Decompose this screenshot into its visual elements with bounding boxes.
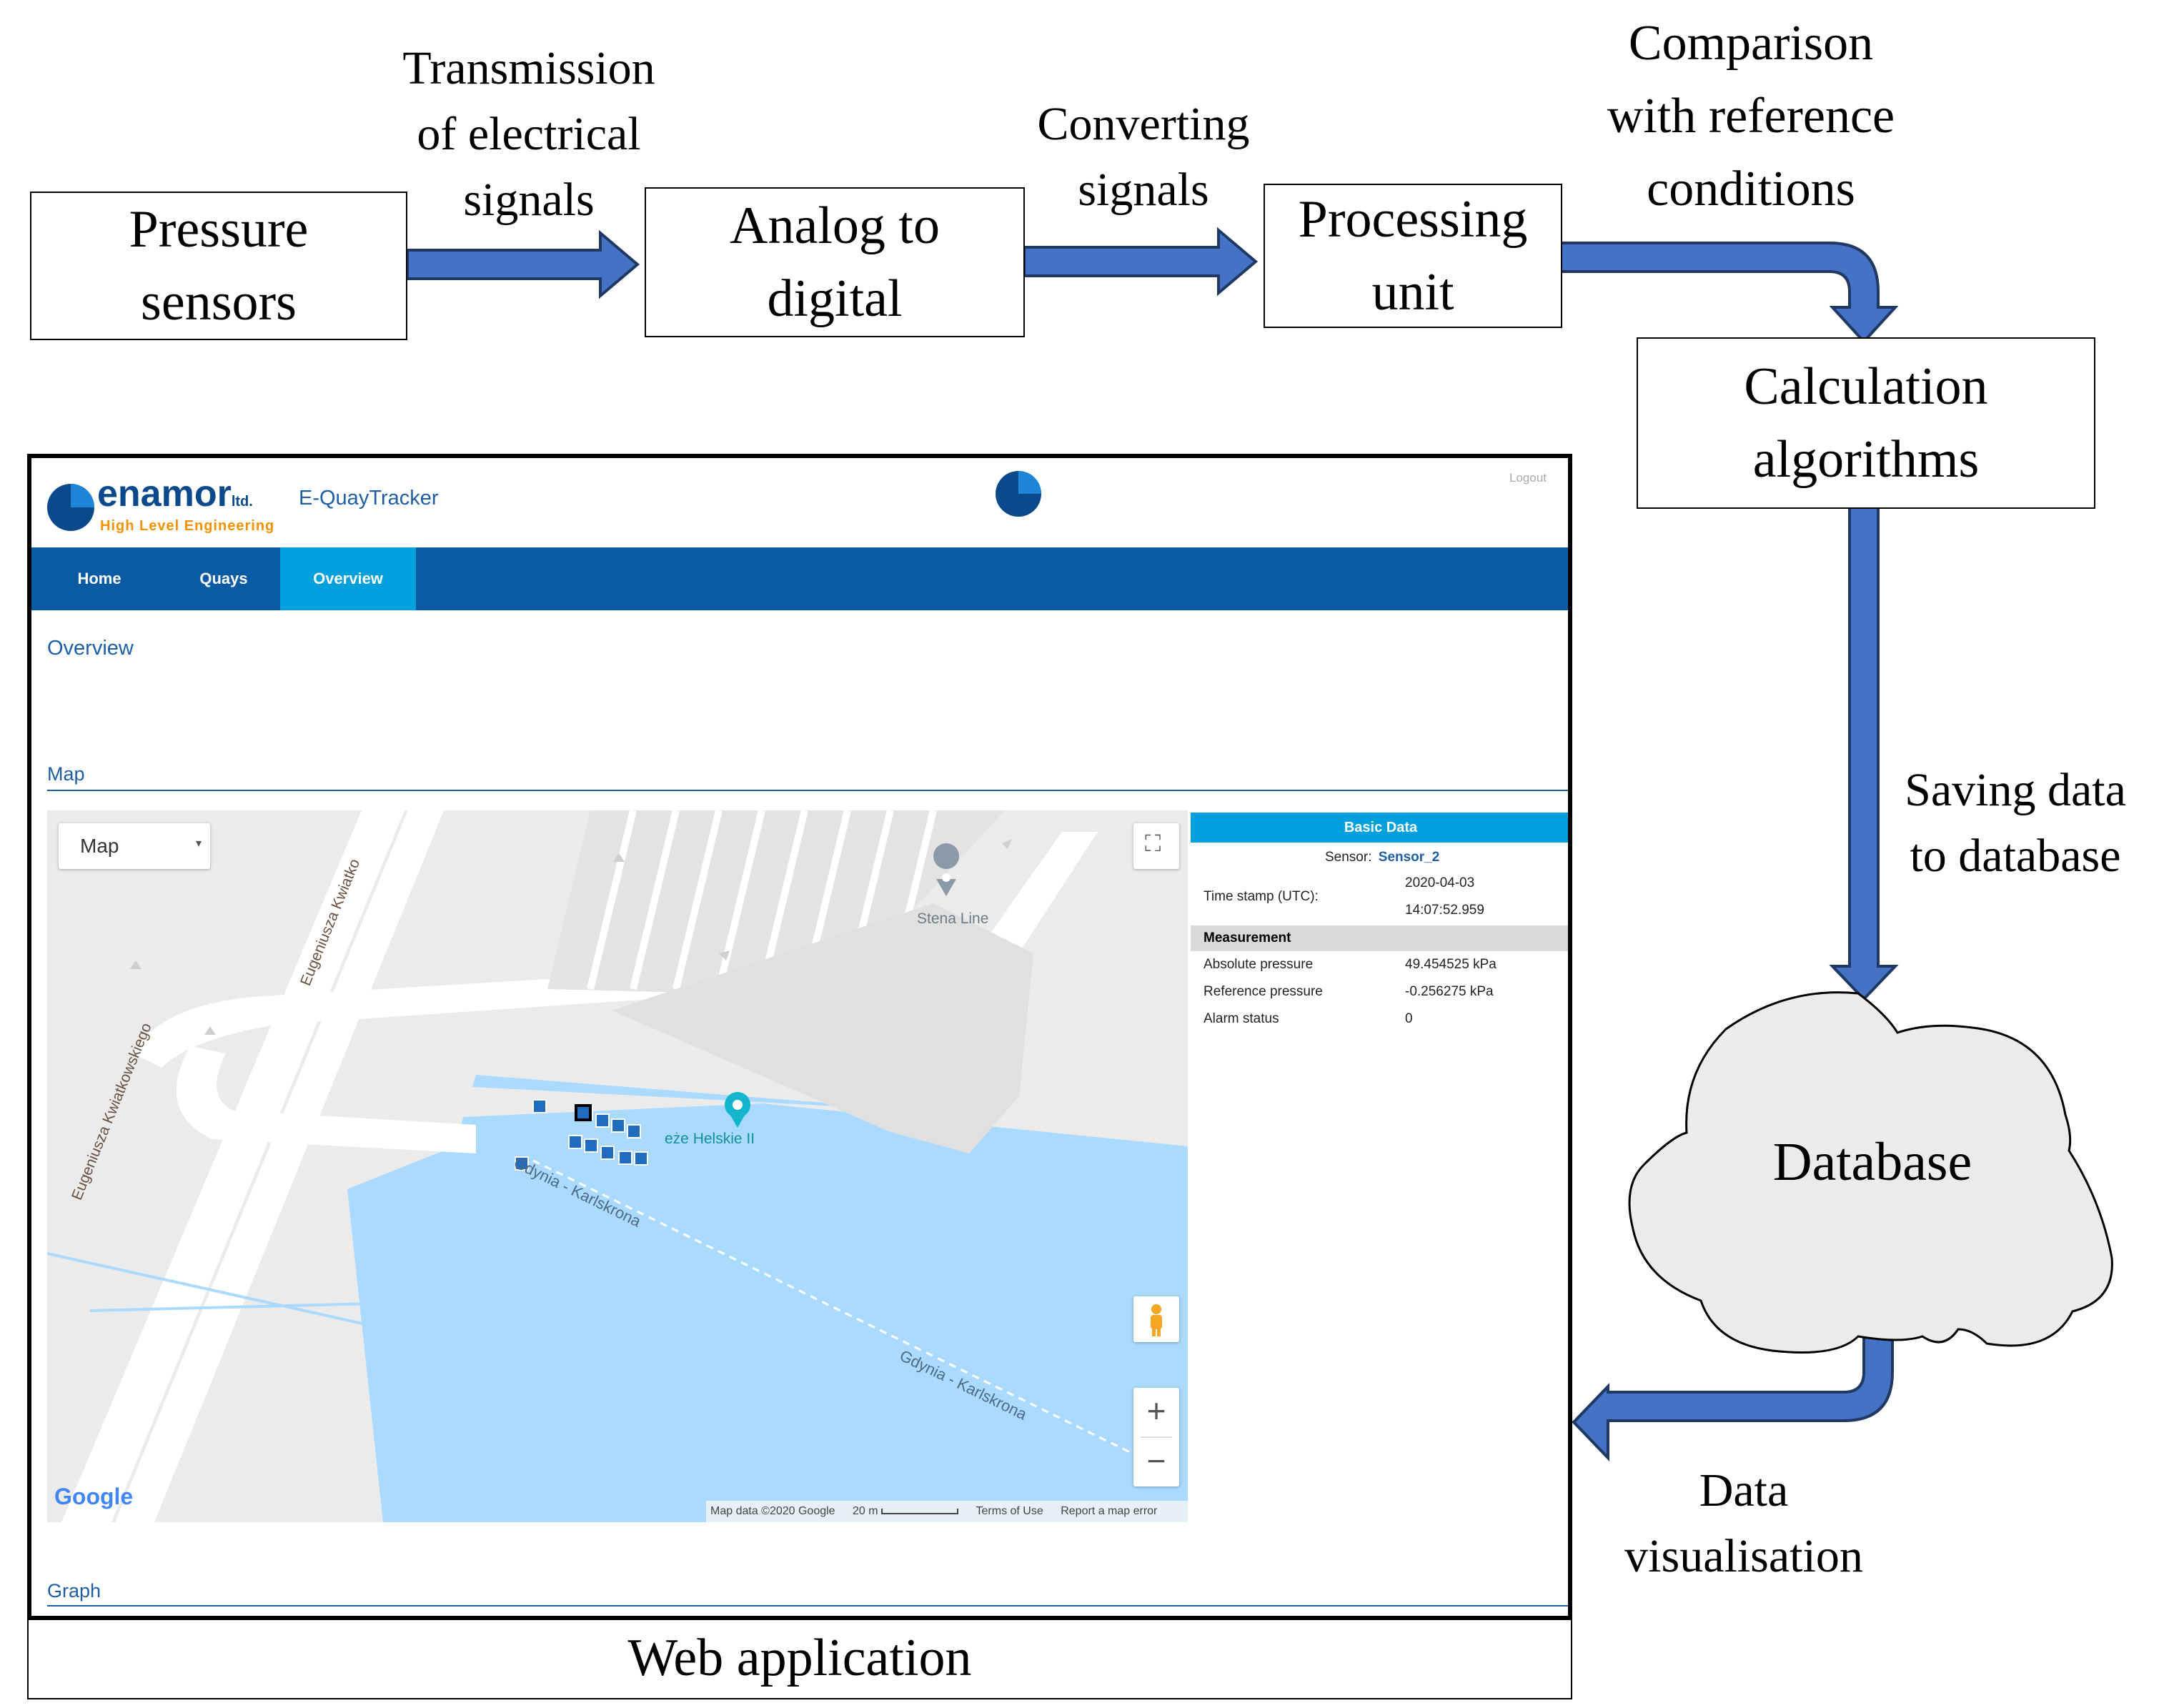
- zoom-control: + −: [1133, 1388, 1179, 1486]
- visualisation-label: Data visualisation: [1624, 1464, 1863, 1582]
- road-2: [115, 810, 444, 1522]
- road-direction-arrows: [130, 839, 1012, 1035]
- reference-pressure-value: -0.256275 kPa: [1405, 984, 1494, 999]
- saving-label: Saving data to database: [1905, 764, 2126, 882]
- nav-home[interactable]: Home: [77, 570, 121, 587]
- map-attribution-bar: Map data ©2020 Google 20 m Terms of Use …: [706, 1501, 1188, 1522]
- zoom-out-button[interactable]: −: [1146, 1442, 1166, 1479]
- database-cloud: [1628, 991, 2113, 1354]
- database-label: Database: [1772, 1132, 1972, 1192]
- map-terms-link[interactable]: Terms of Use: [976, 1505, 1043, 1517]
- web-application-caption-box: Web application: [27, 1618, 1572, 1699]
- sensor-row: Sensor: Sensor_2: [1325, 850, 1439, 865]
- sensor-label: Sensor:: [1325, 850, 1372, 865]
- zoom-in-button[interactable]: +: [1146, 1392, 1166, 1429]
- analog-to-digital-box: Analog to digital: [645, 187, 1025, 337]
- nav-overview[interactable]: Overview: [280, 547, 416, 610]
- logout-link[interactable]: Logout: [1509, 471, 1547, 485]
- zoom-divider: [1141, 1436, 1172, 1438]
- road-main: [61, 810, 404, 1522]
- arrow-adc-to-processing: [1023, 227, 1259, 297]
- main-nav: Home Quays Overview: [31, 547, 1568, 610]
- arrow-database-to-webapp: [1572, 1335, 1894, 1461]
- pegman-icon: [1151, 1304, 1162, 1336]
- absolute-pressure-label: Absolute pressure: [1203, 957, 1314, 972]
- terminal-building: [612, 903, 1033, 1153]
- web-application-screenshot: enamorltd. High Level Engineering E-Quay…: [27, 454, 1572, 1620]
- map-type-select[interactable]: Map ▾: [59, 823, 210, 869]
- transmission-label: Transmission of electrical signals: [402, 42, 655, 226]
- page-heading: Overview: [47, 637, 134, 660]
- street-view-button[interactable]: [1133, 1296, 1179, 1342]
- comparison-label: Comparison with reference conditions: [1607, 16, 1895, 217]
- pressure-sensors-box: Pressure sensors: [30, 192, 407, 340]
- nav-quays[interactable]: Quays: [199, 570, 248, 587]
- app-header: enamorltd. High Level Engineering E-Quay…: [31, 458, 1568, 547]
- pier: [447, 1086, 1188, 1146]
- map-type-select-label: Map: [80, 835, 119, 857]
- map-section-rule: [47, 790, 1568, 791]
- alarm-status-label: Alarm status: [1203, 1011, 1279, 1026]
- map-report-link[interactable]: Report a map error: [1061, 1505, 1158, 1517]
- absolute-pressure-value: 49.454525 kPa: [1405, 957, 1497, 972]
- analog-to-digital-label: Analog to digital: [730, 197, 940, 328]
- calculation-algorithms-label: Calculation algorithms: [1744, 357, 1988, 489]
- logo-tagline: High Level Engineering: [100, 518, 275, 534]
- calculation-algorithms-box: Calculation algorithms: [1637, 337, 2095, 509]
- reference-pressure-label: Reference pressure: [1203, 984, 1323, 999]
- enamor-logo-icon: [47, 484, 94, 531]
- map-view[interactable]: Eugeniusza Kwiatkowskiego Eugeniusza Kwi…: [47, 810, 1188, 1522]
- alarm-status-value: 0: [1405, 1011, 1413, 1026]
- measurement-header: Measurement: [1191, 925, 1568, 951]
- basic-data-title: Basic Data: [1191, 813, 1568, 843]
- selected-sensor-marker: [575, 1104, 592, 1121]
- arrow-calculation-to-database: [1829, 506, 1899, 1001]
- graph-section-rule: [47, 1605, 1568, 1607]
- center-logo-icon: [996, 471, 1041, 517]
- map-attribution: Map data ©2020 Google: [710, 1505, 835, 1517]
- google-logo: Google: [54, 1484, 134, 1509]
- arrow-processing-to-calculation: [1557, 242, 1899, 344]
- map-canvas: [47, 810, 1188, 1522]
- left-water-line: [47, 1252, 369, 1326]
- web-application-label: Web application: [627, 1628, 972, 1687]
- fullscreen-button[interactable]: ⛶: [1133, 823, 1179, 869]
- water-area: [347, 1075, 1188, 1522]
- app-title[interactable]: E-QuayTracker: [299, 487, 439, 510]
- logo-text: enamorltd.: [97, 473, 253, 515]
- processing-unit-box: Processing unit: [1264, 184, 1562, 328]
- road-curve: [133, 832, 1098, 1068]
- wharf-pin-icon: [725, 1092, 750, 1128]
- left-water-line-2: [89, 1302, 377, 1312]
- stena-line-pin-icon: [933, 843, 960, 896]
- timestamp-date: 2020-04-03: [1405, 875, 1475, 890]
- timestamp-time: 14:07:52.959: [1405, 903, 1484, 918]
- timestamp-label: Time stamp (UTC):: [1203, 889, 1319, 904]
- stena-line-label: Stena Line: [917, 910, 989, 927]
- ferry-route-line: [532, 1159, 1163, 1469]
- arrow-sensors-to-adc: [406, 229, 640, 299]
- map-scale-bar: [881, 1508, 959, 1514]
- fullscreen-icon: ⛶: [1145, 830, 1161, 856]
- converting-label: Converting signals: [1037, 98, 1250, 216]
- map-section-title: Map: [47, 763, 85, 785]
- pressure-sensors-label: Pressure sensors: [129, 200, 309, 332]
- map-scale: 20 m: [853, 1505, 878, 1517]
- sensor-value[interactable]: Sensor_2: [1378, 850, 1440, 865]
- graph-section-title: Graph: [47, 1580, 101, 1602]
- dropdown-caret-icon: ▾: [195, 838, 202, 850]
- basic-data-panel: Basic Data Sensor: Sensor_2 Time stamp (…: [1191, 813, 1568, 1041]
- wharf-label: eże Helskie II: [665, 1131, 755, 1147]
- road-loop: [176, 1046, 476, 1153]
- processing-unit-label: Processing unit: [1298, 190, 1528, 322]
